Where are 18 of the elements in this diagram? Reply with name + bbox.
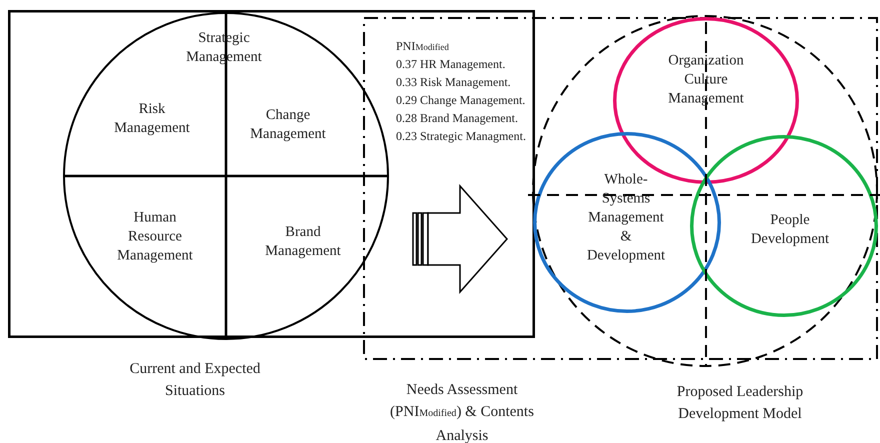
frame-box <box>8 10 535 338</box>
score-item: 0.29 Change Management. <box>396 92 526 109</box>
circle-label: Risk Management <box>113 100 191 138</box>
circle-label: Change Management <box>249 106 327 144</box>
score-item: 0.37 HR Management. <box>396 56 506 73</box>
quadrant-circle <box>63 12 389 340</box>
venn-circle <box>533 132 721 313</box>
venn-circle <box>690 135 878 317</box>
circle-label: Brand Management <box>264 223 342 261</box>
caption: Proposed Leadership Development Model <box>676 383 804 424</box>
score-item: 0.28 Brand Management. <box>396 110 518 127</box>
caption: Current and Expected Situations <box>128 360 262 401</box>
score-item: 0.23 Strategic Managment. <box>396 128 526 145</box>
circle-label: People Development <box>750 211 830 249</box>
score-item: 0.33 Risk Management. <box>396 74 511 91</box>
dashed-circle <box>532 15 878 367</box>
circle-label: Organization Culture Management <box>667 52 745 108</box>
circle-label: Human Resource Management <box>116 208 194 266</box>
